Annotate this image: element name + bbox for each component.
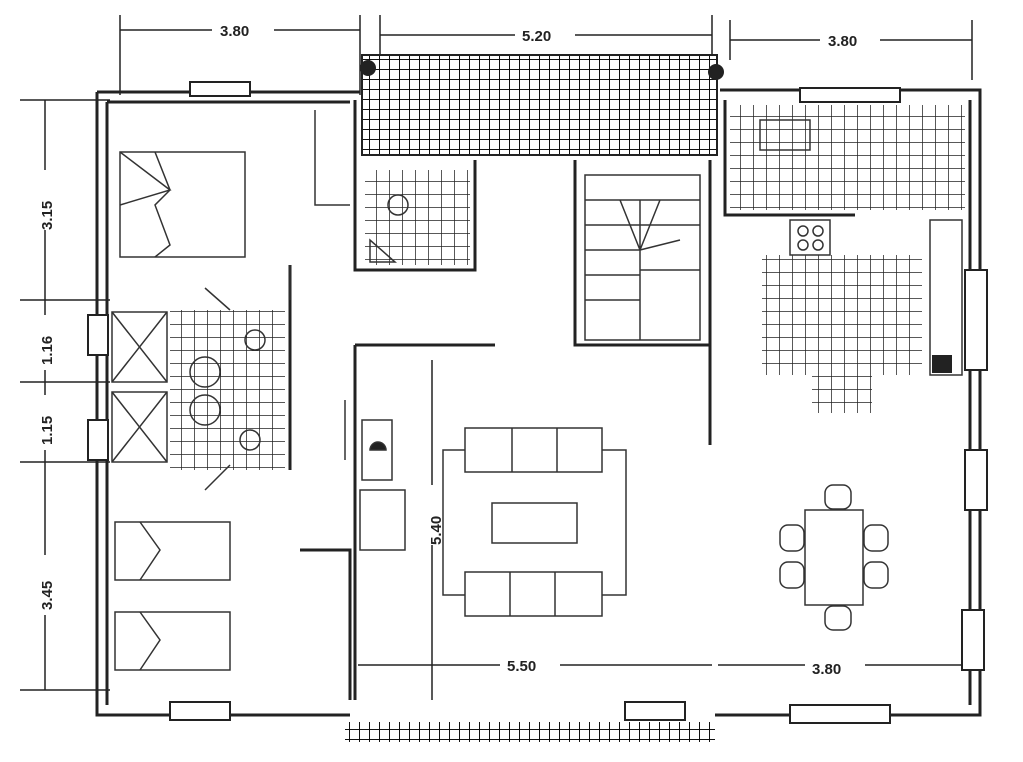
dim-top-right: 3.80 [828, 33, 857, 50]
dim-left-4: 3.45 [39, 581, 56, 610]
stove-icon [789, 219, 831, 256]
dining-table-icon [779, 484, 889, 631]
rear-terrace [345, 722, 715, 742]
dim-top-center: 5.20 [522, 28, 551, 45]
column [360, 60, 376, 76]
appliance-icon [932, 355, 952, 373]
dimension-labels: 3.80 5.20 3.80 3.15 1.16 1.15 3.45 5.40 … [35, 20, 880, 678]
washbasin-icon [189, 394, 221, 426]
dim-left-3: 1.15 [39, 416, 56, 445]
shower-icon [369, 238, 397, 263]
toilet-icon [387, 194, 409, 216]
living-room-set [442, 427, 627, 617]
toilet-icon [244, 329, 266, 351]
dim-left-2: 1.16 [39, 336, 56, 365]
washbasin-icon [189, 356, 221, 388]
dim-bottom-left: 5.50 [507, 658, 536, 675]
closet-icon [111, 311, 168, 463]
sink-icon [759, 119, 811, 151]
bathroom-left [170, 310, 285, 470]
bathroom-top [365, 170, 470, 265]
kitchen-counter [929, 219, 963, 376]
fireplace-icon [359, 419, 406, 551]
exterior-walls [87, 81, 988, 724]
single-bed-icon [114, 611, 231, 671]
double-bed-icon [119, 151, 246, 258]
staircase [584, 174, 701, 341]
kitchen-floor [730, 105, 965, 210]
dim-top-left: 3.80 [220, 23, 249, 40]
kitchen-floor [812, 375, 872, 413]
front-terrace [361, 54, 718, 156]
column [708, 64, 724, 80]
dim-bottom-right: 3.80 [812, 661, 841, 678]
kitchen-floor [762, 255, 922, 375]
toilet-icon [239, 429, 261, 451]
door-icon [204, 110, 350, 491]
dim-left-1: 3.15 [39, 201, 56, 230]
single-bed-icon [114, 521, 231, 581]
dim-center-vertical: 5.40 [428, 516, 445, 545]
